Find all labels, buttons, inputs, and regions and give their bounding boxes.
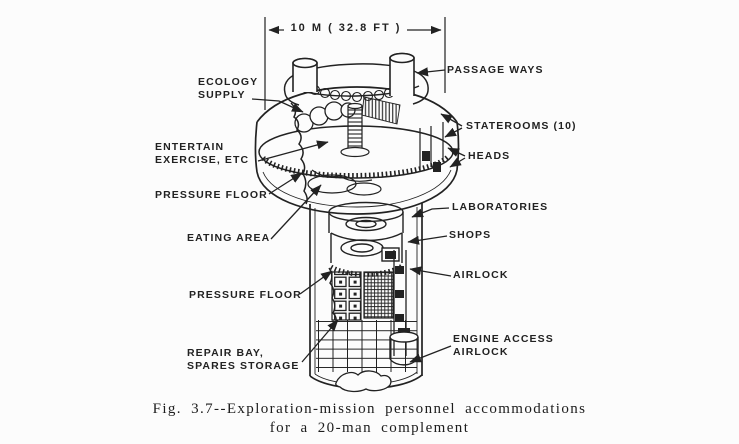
leader-entertain <box>257 140 329 162</box>
docking-stubs <box>292 52 415 96</box>
label-entertain-exercise: ENTERTAIN EXERCISE, ETC <box>155 141 249 166</box>
label-engine-access-line1: ENGINE ACCESS <box>453 333 554 345</box>
leader-lines <box>251 67 466 363</box>
label-heads: HEADS <box>468 150 511 162</box>
storage-mesh <box>363 271 394 319</box>
label-eating-area: EATING AREA <box>187 232 271 244</box>
label-ecology-supply: ECOLOGY SUPPLY <box>198 76 258 101</box>
bottom-bulkhead-blob <box>335 370 392 393</box>
upper-interior <box>258 96 454 205</box>
leader-passage-ways <box>416 67 446 77</box>
airlock-hatch <box>381 247 400 262</box>
deck-serration <box>261 153 452 179</box>
leader-staterooms-a <box>440 113 463 127</box>
stateroom-partitions <box>419 122 444 172</box>
label-engine-access-line2: AIRLOCK <box>453 345 509 358</box>
leader-pressure-floor-upper <box>268 172 303 195</box>
dimension-label: 10 M ( 32.8 FT ) <box>290 22 402 34</box>
label-passage-ways: PASSAGE WAYS <box>447 64 544 76</box>
label-laboratories: LABORATORIES <box>452 201 549 213</box>
leader-repair-bay <box>301 319 339 363</box>
label-entertain-line2: EXERCISE, ETC <box>155 153 250 166</box>
shops-deck <box>330 232 403 242</box>
label-pressure-floor-upper: PRESSURE FLOOR <box>155 189 268 201</box>
label-engine-access-airlock: ENGINE ACCESS AIRLOCK <box>453 333 554 358</box>
label-pressure-floor-lower: PRESSURE FLOOR <box>189 289 302 301</box>
leader-heads-b <box>449 157 466 168</box>
eating-area-interior <box>307 169 382 196</box>
label-ecology-supply-line1: ECOLOGY <box>198 76 259 88</box>
leader-pressure-floor-lower <box>299 270 333 295</box>
leader-heads-a <box>447 147 466 157</box>
spares-lockers <box>331 271 362 321</box>
label-entertain-line1: ENTERTAIN <box>155 141 225 153</box>
lower-cylinder <box>309 203 423 393</box>
cutaway-torn-edge-upper <box>290 102 308 205</box>
leader-staterooms-b <box>444 127 463 138</box>
label-shops: SHOPS <box>449 229 492 241</box>
leader-airlock <box>409 266 452 277</box>
figure-caption-line2: for a 20-man complement <box>269 420 470 436</box>
leader-shops <box>407 235 448 245</box>
label-repair-bay-line1: REPAIR BAY, <box>187 347 264 359</box>
leader-ecology-supply <box>251 98 304 113</box>
label-repair-bay: REPAIR BAY, SPARES STORAGE <box>187 347 299 372</box>
label-repair-bay-line2: SPARES STORAGE <box>187 359 300 372</box>
label-airlock: AIRLOCK <box>453 269 509 281</box>
leader-engine-access <box>409 345 452 363</box>
dimension-extension-lines <box>264 17 446 110</box>
leader-eating-area <box>270 184 322 240</box>
staterooms-hatching <box>361 96 401 125</box>
figure-caption-line1: Fig. 3.7--Exploration-mission personnel … <box>152 401 587 417</box>
label-staterooms: STATEROOMS (10) <box>466 120 577 132</box>
label-ecology-supply-line2: SUPPLY <box>198 88 246 101</box>
leader-laboratories <box>411 207 450 218</box>
central-column <box>340 102 370 158</box>
